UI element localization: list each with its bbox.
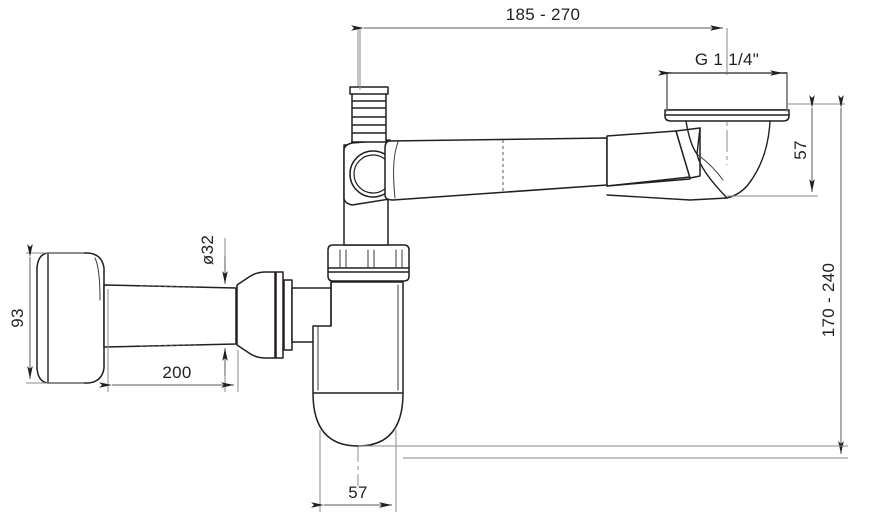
overflow-length-label: 185 - 270 bbox=[506, 5, 581, 24]
outlet-height-label: 57 bbox=[791, 140, 810, 160]
telescopic-overflow-tube bbox=[384, 127, 701, 201]
hose-barb bbox=[349, 86, 389, 143]
dim-thread-size: G 1 1/4" bbox=[658, 50, 788, 112]
horizontal-inlet-pipe bbox=[103, 284, 237, 348]
dim-outlet-height: 57 bbox=[727, 95, 845, 197]
trap-body bbox=[312, 281, 404, 447]
dim-total-height: 170 - 240 bbox=[403, 95, 848, 459]
dim-trap-width: 57 bbox=[311, 430, 397, 512]
thread-size-label: G 1 1/4" bbox=[695, 50, 759, 69]
wall-plate-height-label: 93 bbox=[8, 308, 27, 328]
dim-wall-plate-height: 93 bbox=[8, 244, 84, 384]
overflow-flange bbox=[606, 72, 790, 201]
trap-cap-nut bbox=[327, 244, 410, 282]
trap-width-label: 57 bbox=[348, 483, 368, 502]
dim-pipe-length: 200 bbox=[99, 289, 239, 392]
dim-overflow-length: 185 - 270 bbox=[351, 5, 728, 90]
pipe-diameter-label: ø32 bbox=[198, 235, 217, 265]
total-height-label: 170 - 240 bbox=[819, 263, 838, 338]
wall-rosette bbox=[36, 252, 105, 384]
pipe-length-label: 200 bbox=[162, 363, 191, 382]
